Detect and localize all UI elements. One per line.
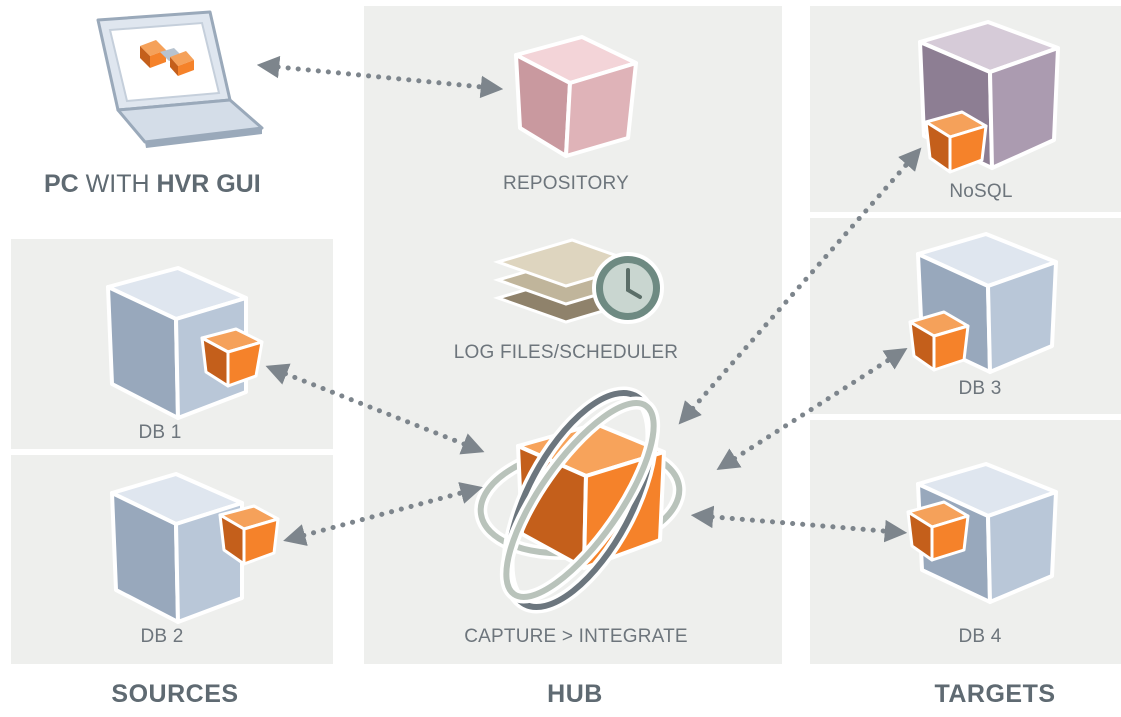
nosql-label: NoSQL [949, 181, 1013, 202]
laptop-icon [96, 10, 264, 148]
db3-integrate-cube-icon [908, 310, 970, 372]
repository-label: REPOSITORY [503, 173, 629, 194]
arrow-hub-db3 [716, 347, 908, 471]
pc-title: PC WITH HVR GUI [44, 170, 334, 199]
capture-integrate-label: CAPTURE > INTEGRATE [464, 626, 688, 647]
db2-capture-cube-icon [218, 504, 280, 566]
db2-label: DB 2 [140, 626, 184, 647]
arrow-pc-repository [256, 55, 504, 99]
clock-icon [592, 252, 664, 324]
targets-heading: TARGETS [934, 680, 1056, 708]
db1-label: DB 1 [138, 422, 182, 443]
db1-cube-icon [106, 266, 248, 420]
nosql-integrate-cube-icon [924, 110, 988, 174]
db4-integrate-cube-icon [906, 500, 970, 562]
arrow-hub-nosql [678, 147, 922, 425]
repository-cube-icon [514, 35, 638, 158]
hub-engine-icon [474, 386, 686, 614]
hub-heading: HUB [547, 680, 603, 708]
arrow-hub-db4 [690, 505, 908, 543]
arrow-db2-hub [283, 482, 483, 546]
db4-label: DB 4 [958, 626, 1002, 647]
pc-title-part-3: HVR GUI [156, 170, 261, 198]
pc-title-part-1: PC [44, 170, 79, 198]
db1-capture-cube-icon [200, 327, 264, 388]
sources-heading: SOURCES [111, 680, 239, 708]
pc-title-part-2: WITH [78, 170, 157, 198]
db3-cube-icon [916, 232, 1058, 374]
arrow-db1-hub [265, 363, 485, 455]
log-files-label: LOG FILES/SCHEDULER [453, 342, 679, 363]
db3-label: DB 3 [958, 378, 1002, 399]
